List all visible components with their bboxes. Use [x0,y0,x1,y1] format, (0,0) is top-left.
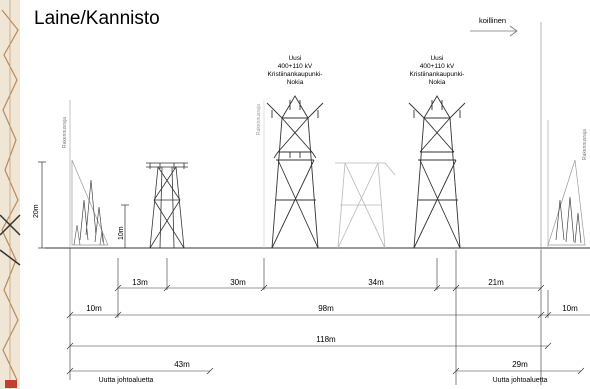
direction-arrow [470,25,518,37]
map-strip [0,0,21,389]
tower-label-1-line4: Nokia [287,79,304,86]
right-forest [547,120,586,248]
building-line-left: Rakennusraja [62,117,68,148]
new-corridor-left: Uutta johtoaluetta [99,377,154,384]
building-line-right: Rakennusraja [582,129,588,160]
dim-21m: 21m [488,278,504,287]
tree-height-marker [38,161,46,249]
tower-label-2-line3: Kristiinankaupunki- [410,71,465,78]
tower-height-label: 10m [118,226,125,240]
dim-29m: 29m [512,360,528,369]
tower-height-marker [121,204,129,248]
dim-10m-right: 10m [562,304,578,313]
tower-label-2-line2: 400+110 kV [420,63,455,70]
tower-label-1-line1: Uusi [288,55,301,62]
dim-118m: 118m [316,335,336,344]
dim-98m: 98m [318,304,334,313]
left-forest [69,100,109,248]
tower-label-2-line1: Uusi [430,55,443,62]
existing-tower [146,162,188,249]
tower-label-1-line2: 400+110 kV [278,63,313,70]
dimension-lines [70,287,590,372]
old-tower-ghost [335,162,396,249]
building-line-middle: Rakennusraja [256,104,262,135]
direction-label: koillinen [479,16,506,25]
new-tower-2 [408,95,466,249]
new-corridor-right: Uutta johtoaluetta [493,377,548,384]
tower-label-1: Uusi 400+110 kV Kristiinankaupunki- Noki… [268,55,323,86]
dim-13m: 13m [132,278,148,287]
tower-label-2-line4: Nokia [429,79,446,86]
dim-43m: 43m [174,360,190,369]
new-tower-1 [266,95,324,249]
tower-label-1-line3: Kristiinankaupunki- [268,71,323,78]
dimension-ticks [66,284,585,375]
tree-height-label: 20m [33,204,40,218]
dim-10m-left: 10m [86,304,102,313]
page-title: Laine/Kannisto [34,8,160,29]
dim-30m: 30m [230,278,246,287]
dim-34m: 34m [368,278,384,287]
dimension-extension-lines [69,248,549,385]
tower-label-2: Uusi 400+110 kV Kristiinankaupunki- Noki… [410,55,465,86]
